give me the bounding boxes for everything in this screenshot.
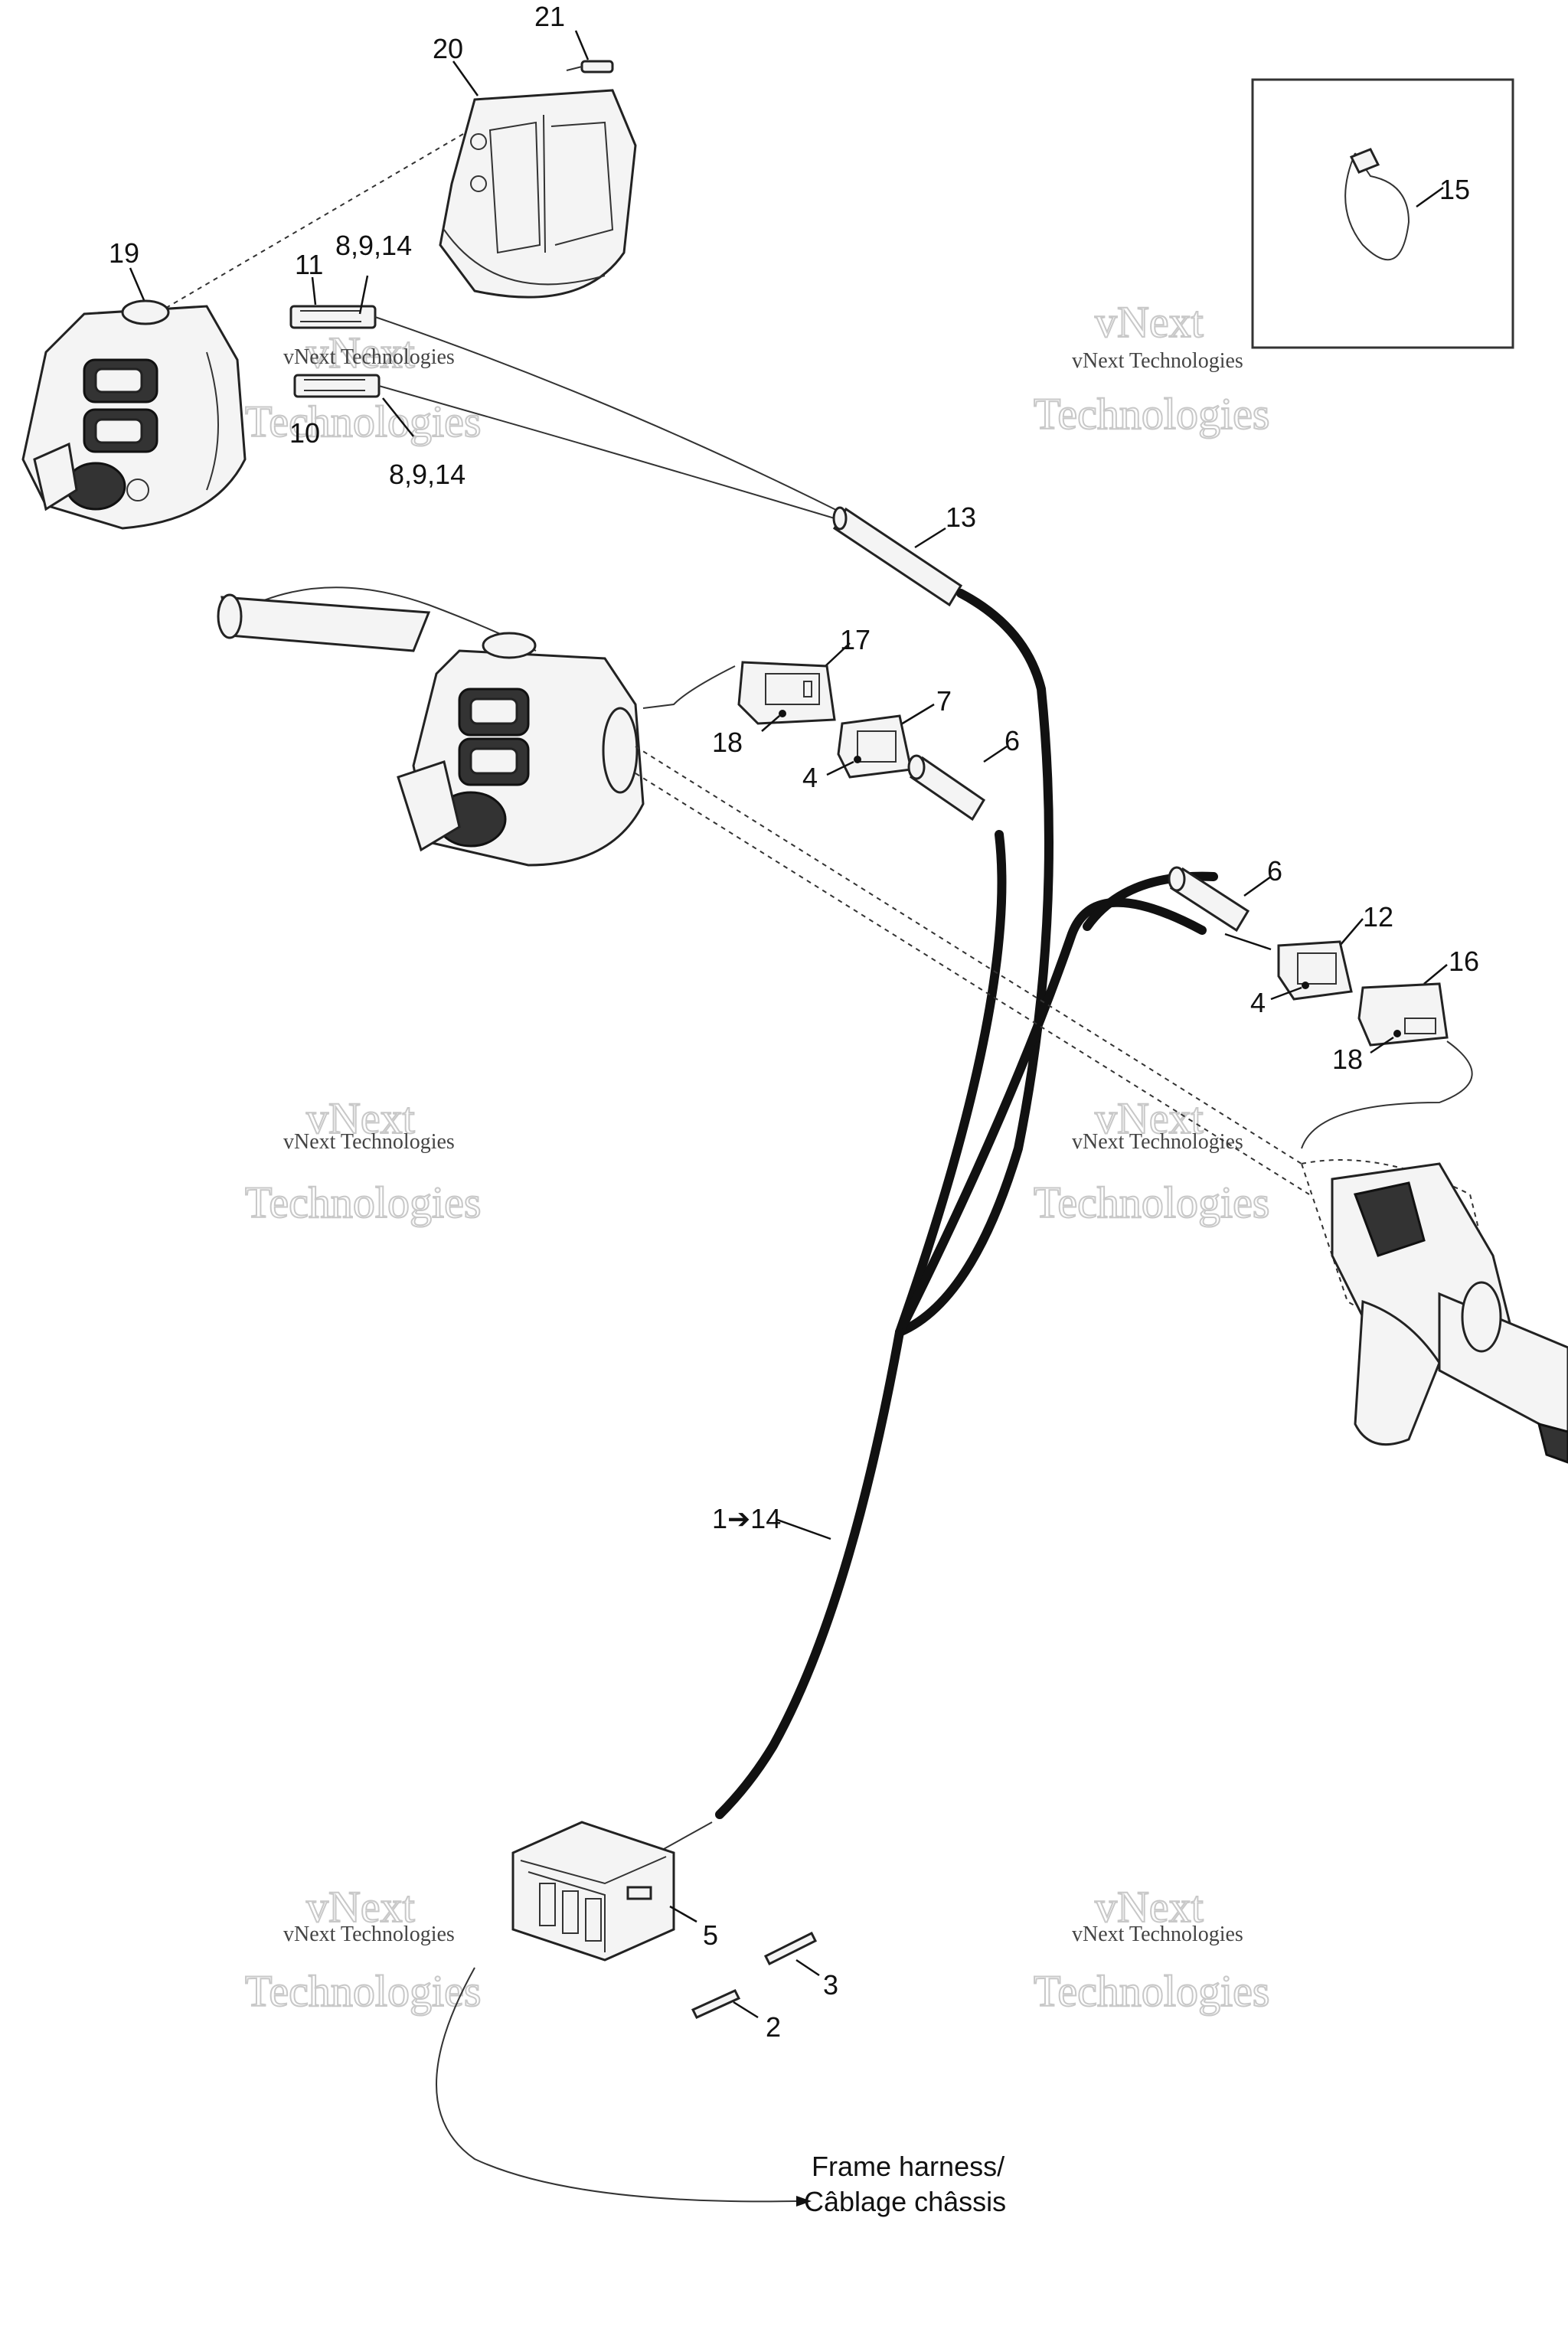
watermark-bottom-left: vNext Technologies vNext Technologies: [244, 1881, 482, 2017]
svg-text:Technologies: Technologies: [1034, 1178, 1269, 1227]
part-7-connector: [826, 703, 935, 779]
callout-7: 7: [936, 685, 952, 717]
svg-text:vNext: vNext: [306, 328, 415, 377]
svg-text:Technologies: Technologies: [245, 1178, 481, 1227]
svg-text:vNext: vNext: [1095, 1093, 1204, 1143]
part-19-switch-assembly: [21, 267, 247, 530]
callout-2: 2: [766, 2011, 781, 2043]
part-5-connector-housing: [511, 1821, 713, 1962]
svg-text:Technologies: Technologies: [1034, 389, 1269, 439]
part-16-connector: [1301, 964, 1473, 1149]
part-11-connector: [289, 276, 843, 514]
watermark-mid-right: vNext Technologies vNext Technologies: [1033, 1093, 1270, 1228]
callout-6-left: 6: [1004, 725, 1020, 756]
right-handlebar-control: [1300, 1159, 1568, 1464]
part-6-tube-left: [907, 745, 1008, 822]
part-13-sleeve: [832, 506, 963, 607]
callout-15: 15: [1439, 174, 1470, 205]
svg-text:vNext Technologies: vNext Technologies: [283, 1130, 455, 1154]
callout-8-9-14-top: 8,9,14: [335, 230, 412, 261]
callout-18-right: 18: [1332, 1044, 1363, 1075]
part-2-terminal: [691, 1989, 759, 2019]
callout-21: 21: [534, 1, 565, 32]
callout-10: 10: [289, 417, 320, 449]
part-20-housing-cover: [152, 60, 637, 316]
callout-11: 11: [295, 249, 323, 280]
left-handlebar-control: [217, 586, 1310, 1195]
svg-text:vNext Technologies: vNext Technologies: [283, 1922, 455, 1946]
svg-text:vNext Technologies: vNext Technologies: [283, 345, 455, 369]
svg-text:vNext Technologies: vNext Technologies: [1072, 349, 1243, 373]
svg-text:vNext: vNext: [306, 1882, 415, 1932]
watermark-top-right: vNext Technologies vNext Technologies: [1033, 296, 1270, 439]
svg-text:vNext: vNext: [1095, 1882, 1204, 1932]
callout-1-to-14: 1➔14: [712, 1503, 781, 1534]
part-15-cable-tie-box: [1251, 78, 1514, 349]
callout-3: 3: [823, 1969, 838, 2001]
callout-4-right: 4: [1250, 987, 1266, 1018]
part-21-screw: [566, 30, 614, 74]
callout-8-9-14-bottom: 8,9,14: [389, 459, 466, 490]
frame-harness-label-line1: Frame harness/: [812, 2151, 1004, 2182]
svg-text:vNext: vNext: [306, 1093, 415, 1143]
watermark-bottom-right: vNext Technologies vNext Technologies: [1033, 1881, 1270, 2017]
callout-4-left: 4: [802, 762, 818, 793]
callout-17: 17: [840, 624, 871, 655]
callout-20: 20: [433, 33, 463, 64]
svg-text:vNext: vNext: [1095, 297, 1204, 347]
callout-19: 19: [109, 237, 139, 269]
frame-harness-leader: [436, 1967, 812, 2207]
callout-5: 5: [703, 1919, 718, 1951]
svg-text:Technologies: Technologies: [245, 1966, 481, 2016]
callout-16: 16: [1449, 946, 1479, 977]
part-3-terminal: [763, 1931, 820, 1977]
frame-harness-label-line2: Câblage châssis: [804, 2186, 1006, 2217]
svg-text:Technologies: Technologies: [1034, 1966, 1269, 2016]
watermark-mid-left: vNext Technologies vNext Technologies: [244, 1093, 482, 1228]
part-6-tube-right: [1168, 866, 1272, 951]
main-harness: [715, 589, 1218, 1819]
callout-18-left: 18: [712, 727, 743, 758]
part-17-connector: [737, 642, 851, 732]
svg-text:vNext Technologies: vNext Technologies: [1072, 1130, 1243, 1154]
part-8-9-14-leaders: [358, 275, 414, 437]
callout-13: 13: [946, 501, 976, 533]
svg-text:vNext Technologies: vNext Technologies: [1072, 1922, 1243, 1946]
part-12-connector: [1270, 918, 1364, 1001]
callout-12: 12: [1363, 901, 1393, 933]
part-10-connector: [293, 374, 843, 521]
callout-6-right: 6: [1267, 855, 1282, 887]
